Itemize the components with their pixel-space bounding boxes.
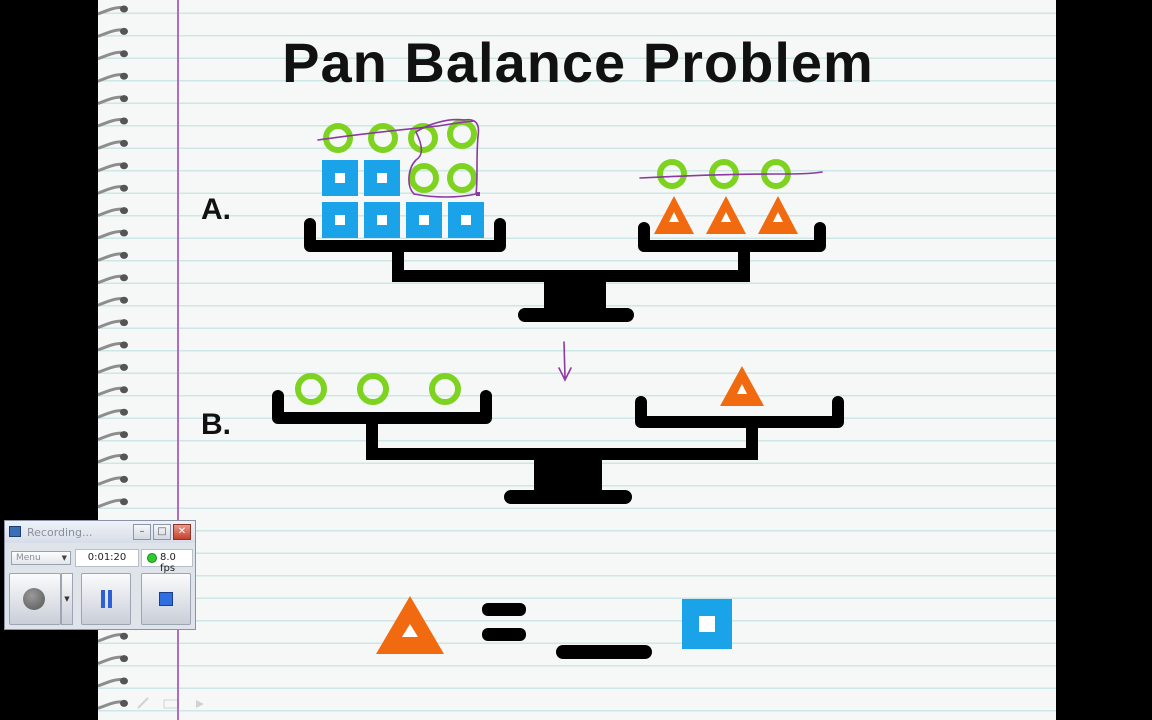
recorder-titlebar[interactable]: Recording... – □ ✕ <box>5 521 195 543</box>
pan-b-left <box>272 390 492 424</box>
spiral-ring <box>98 632 128 643</box>
circle-shape <box>429 373 461 405</box>
circle-shape <box>295 373 327 405</box>
base-a <box>518 308 634 322</box>
spiral-ring <box>98 655 128 665</box>
maximize-icon[interactable]: □ <box>153 524 171 540</box>
beam-b-left-post <box>366 418 378 454</box>
balance-scale-a <box>304 218 826 322</box>
circle-shape <box>357 373 389 405</box>
pan-a-left <box>304 218 506 252</box>
spiral-ring <box>98 184 128 195</box>
spiral-ring <box>98 408 128 419</box>
spiral-ring <box>98 319 128 329</box>
pan-a-left-items <box>322 119 484 238</box>
spiral-ring <box>98 50 128 61</box>
chevron-down-icon: ▼ <box>61 554 67 562</box>
spiral-ring <box>98 475 128 486</box>
circle-shape <box>323 123 353 153</box>
elapsed-time: 0:01:20 <box>75 549 139 567</box>
grouping-loop <box>408 118 480 198</box>
recorder-title: Recording... <box>27 526 93 539</box>
balance-drawing <box>272 118 844 659</box>
spiral-ring <box>98 363 128 374</box>
close-icon[interactable]: ✕ <box>173 524 191 540</box>
spiral-ring <box>98 5 128 16</box>
circle-shape <box>368 123 398 153</box>
down-arrow <box>558 341 572 382</box>
spiral-ring <box>98 431 128 441</box>
beam-b-right-post <box>746 422 758 454</box>
pan-b-right <box>635 396 844 428</box>
spiral-ring <box>98 229 128 240</box>
spiral-ring <box>98 341 128 352</box>
recorder-app-icon <box>9 526 21 537</box>
status-indicator <box>147 553 157 563</box>
problem-a-label: A. <box>201 193 231 226</box>
pan-a-right <box>638 222 826 252</box>
equation <box>376 596 732 659</box>
spiral-ring <box>98 386 128 397</box>
frame-rate-display: 8.0 fps <box>141 549 193 574</box>
spiral-ring <box>98 453 128 464</box>
faded-toolbar-icons <box>137 697 204 709</box>
margin-line <box>177 0 179 720</box>
spiral-ring <box>98 498 128 509</box>
pause-icon <box>101 590 113 608</box>
spiral-ring <box>98 95 128 105</box>
circle-shape <box>408 123 438 153</box>
spiral-ring <box>98 677 128 688</box>
stand-b <box>534 458 602 494</box>
balance-scale-b <box>272 390 844 504</box>
spiral-ring <box>98 296 128 307</box>
annotation-marks <box>317 118 823 382</box>
record-options-dropdown[interactable]: ▼ <box>61 573 73 625</box>
pan-a-right-items <box>654 159 798 234</box>
record-icon <box>23 588 45 610</box>
circle-shape <box>447 163 477 193</box>
equals-sign-bottom <box>482 628 526 641</box>
stand-a <box>544 280 606 312</box>
strike-line-left <box>317 120 475 141</box>
spiral-ring <box>98 274 128 285</box>
notebook-page: Pan Balance Problem A. B. <box>98 0 1056 720</box>
spiral-ring <box>98 117 128 128</box>
screen-recorder-window: Recording... – □ ✕ Menu ▼ 0:01:20 8.0 fp… <box>4 520 196 630</box>
recorder-menu-label: Menu <box>16 553 41 563</box>
spiral-ring <box>98 699 128 710</box>
strike-line-right <box>639 171 823 179</box>
spiral-ring <box>98 27 128 38</box>
circle-shape <box>447 119 477 149</box>
spiral-ring <box>98 139 128 150</box>
minimize-icon[interactable]: – <box>133 524 151 540</box>
stop-icon <box>159 592 173 606</box>
beam-a-right-post <box>738 246 750 276</box>
problem-b-label: B. <box>201 408 231 441</box>
spiral-ring <box>98 207 128 217</box>
base-b <box>504 490 632 504</box>
circle-shape <box>409 163 439 193</box>
beam-a <box>392 270 750 282</box>
equals-sign-top <box>482 603 526 616</box>
beam-b <box>366 448 758 460</box>
spiral-ring <box>98 251 128 262</box>
pause-button[interactable] <box>81 573 131 625</box>
frame-rate: 8.0 fps <box>160 552 176 574</box>
beam-a-left-post <box>392 246 404 276</box>
answer-blank <box>556 645 652 659</box>
pan-b-right-items <box>720 366 764 406</box>
circle-shape <box>657 159 687 189</box>
recorder-menu-dropdown[interactable]: Menu ▼ <box>11 551 71 565</box>
page-title: Pan Balance Problem <box>282 31 874 94</box>
stop-button[interactable] <box>141 573 191 625</box>
spiral-ring <box>98 162 128 173</box>
spiral-ring <box>98 72 128 83</box>
record-button[interactable] <box>9 573 61 625</box>
pan-b-left-items <box>295 373 461 405</box>
